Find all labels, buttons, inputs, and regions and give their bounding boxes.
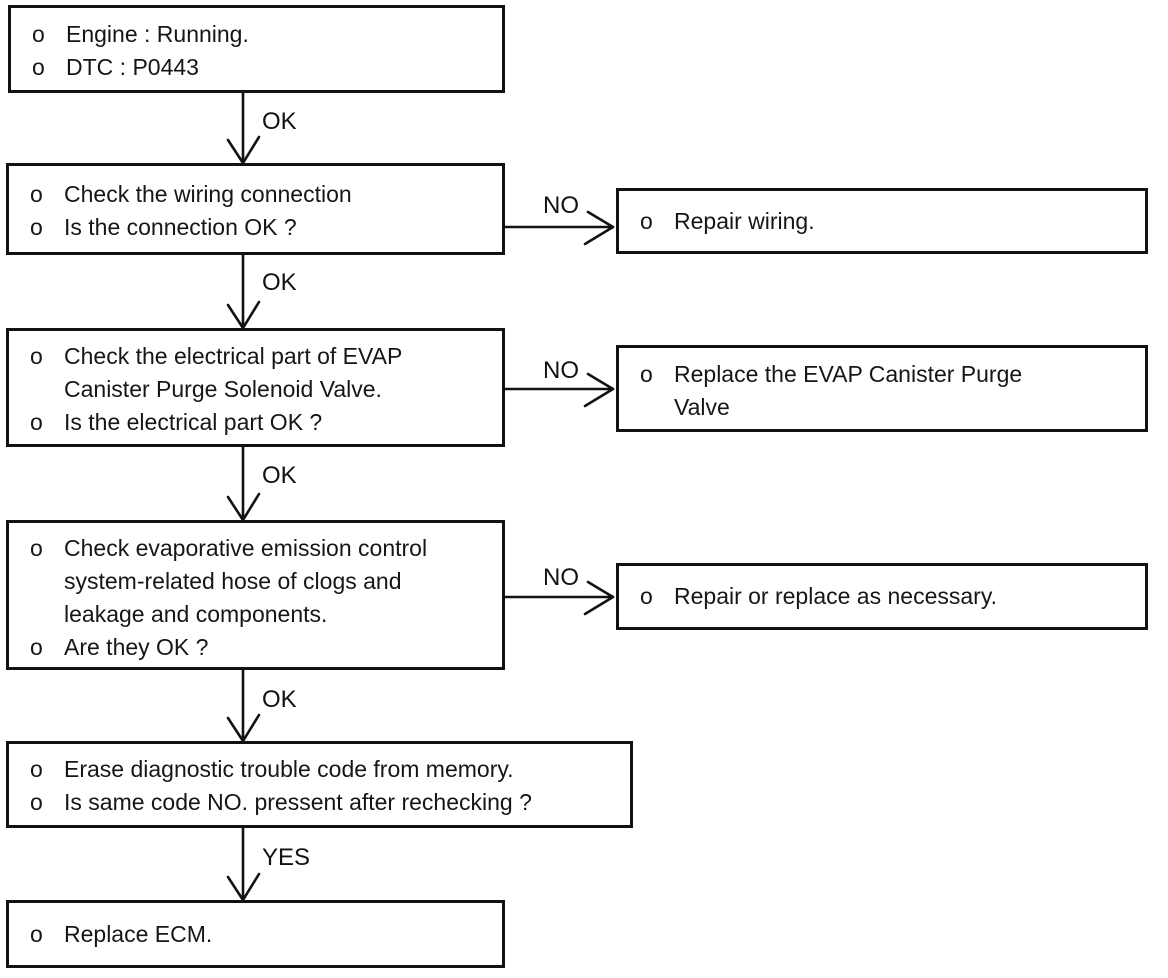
edge-label-no-1: NO: [543, 192, 579, 219]
bullet-marker: o: [30, 181, 43, 207]
flow-text: system-related hose of clogs and: [64, 568, 402, 594]
bullet-marker: o: [32, 54, 45, 80]
flow-text: Is same code NO. pressent after rechecki…: [64, 789, 532, 815]
bullet-marker: o: [640, 361, 653, 387]
list-item: o DTC : P0443: [11, 51, 502, 84]
flow-text: leakage and components.: [64, 601, 328, 627]
edge-label-no-3: NO: [543, 564, 579, 591]
bullet-marker: o: [32, 21, 45, 47]
flow-box-replace-ecm: o Replace ECM.: [6, 900, 505, 968]
flow-text: Are they OK ?: [64, 634, 209, 660]
flow-text: Replace the EVAP Canister Purge: [674, 361, 1023, 387]
edge-label-ok-2: OK: [262, 269, 297, 296]
list-item: o Is the electrical part OK ?: [9, 406, 502, 439]
edge-label-ok-1: OK: [262, 108, 297, 135]
bullet-marker: o: [30, 756, 43, 782]
list-item: o Engine : Running.: [11, 18, 502, 51]
bullet-marker: o: [640, 208, 653, 234]
bullet-marker: o: [30, 214, 43, 240]
list-item: o Erase diagnostic trouble code from mem…: [9, 753, 630, 786]
flow-text: Replace ECM.: [64, 921, 213, 947]
bullet-marker: o: [30, 535, 43, 561]
flow-text: Is the electrical part OK ?: [64, 409, 323, 435]
flow-text: Repair wiring.: [674, 208, 815, 234]
flow-box-check-wiring: o Check the wiring connection o Is the c…: [6, 163, 505, 255]
flow-box-repair-or-replace: o Repair or replace as necessary.: [616, 563, 1148, 630]
flow-box-check-electrical-part: o Check the electrical part of EVAP Cani…: [6, 328, 505, 447]
bullet-marker: o: [30, 343, 43, 369]
edge-label-no-2: NO: [543, 357, 579, 384]
flow-text: Canister Purge Solenoid Valve.: [64, 376, 382, 402]
flow-box-start-conditions: o Engine : Running. o DTC : P0443: [8, 5, 505, 93]
list-item: o Replace ECM.: [9, 918, 502, 951]
edge-label-ok-4: OK: [262, 686, 297, 713]
flow-box-replace-purge-valve: o Replace the EVAP Canister Purge Valve: [616, 345, 1148, 432]
list-item: o Repair or replace as necessary.: [619, 580, 1145, 613]
list-item: o Are they OK ?: [9, 631, 502, 664]
flow-text: Check the wiring connection: [64, 181, 352, 207]
flow-text: Repair or replace as necessary.: [674, 583, 997, 609]
flow-text: Check the electrical part of EVAP: [64, 343, 403, 369]
bullet-marker: o: [30, 409, 43, 435]
edge-label-ok-3: OK: [262, 462, 297, 489]
list-item: o Is same code NO. pressent after rechec…: [9, 786, 630, 819]
list-item: o Check the electrical part of EVAP Cani…: [9, 340, 502, 406]
flow-text: Valve: [674, 394, 730, 420]
flow-text: Erase diagnostic trouble code from memor…: [64, 756, 514, 782]
list-item: o Is the connection OK ?: [9, 211, 502, 244]
flow-box-check-evap-hoses: o Check evaporative emission control sys…: [6, 520, 505, 670]
bullet-marker: o: [640, 583, 653, 609]
bullet-marker: o: [30, 921, 43, 947]
flow-text: Check evaporative emission control: [64, 535, 428, 561]
list-item: o Check the wiring connection: [9, 178, 502, 211]
flow-text: DTC : P0443: [66, 54, 199, 80]
flow-box-repair-wiring: o Repair wiring.: [616, 188, 1148, 254]
list-item: o Check evaporative emission control sys…: [9, 532, 502, 631]
bullet-marker: o: [30, 634, 43, 660]
bullet-marker: o: [30, 789, 43, 815]
flow-text: Is the connection OK ?: [64, 214, 297, 240]
list-item: o Replace the EVAP Canister Purge Valve: [619, 358, 1145, 424]
flow-text: Engine : Running.: [66, 21, 249, 47]
edge-label-yes: YES: [262, 844, 311, 871]
flow-box-erase-dtc: o Erase diagnostic trouble code from mem…: [6, 741, 633, 828]
list-item: o Repair wiring.: [619, 205, 1145, 238]
